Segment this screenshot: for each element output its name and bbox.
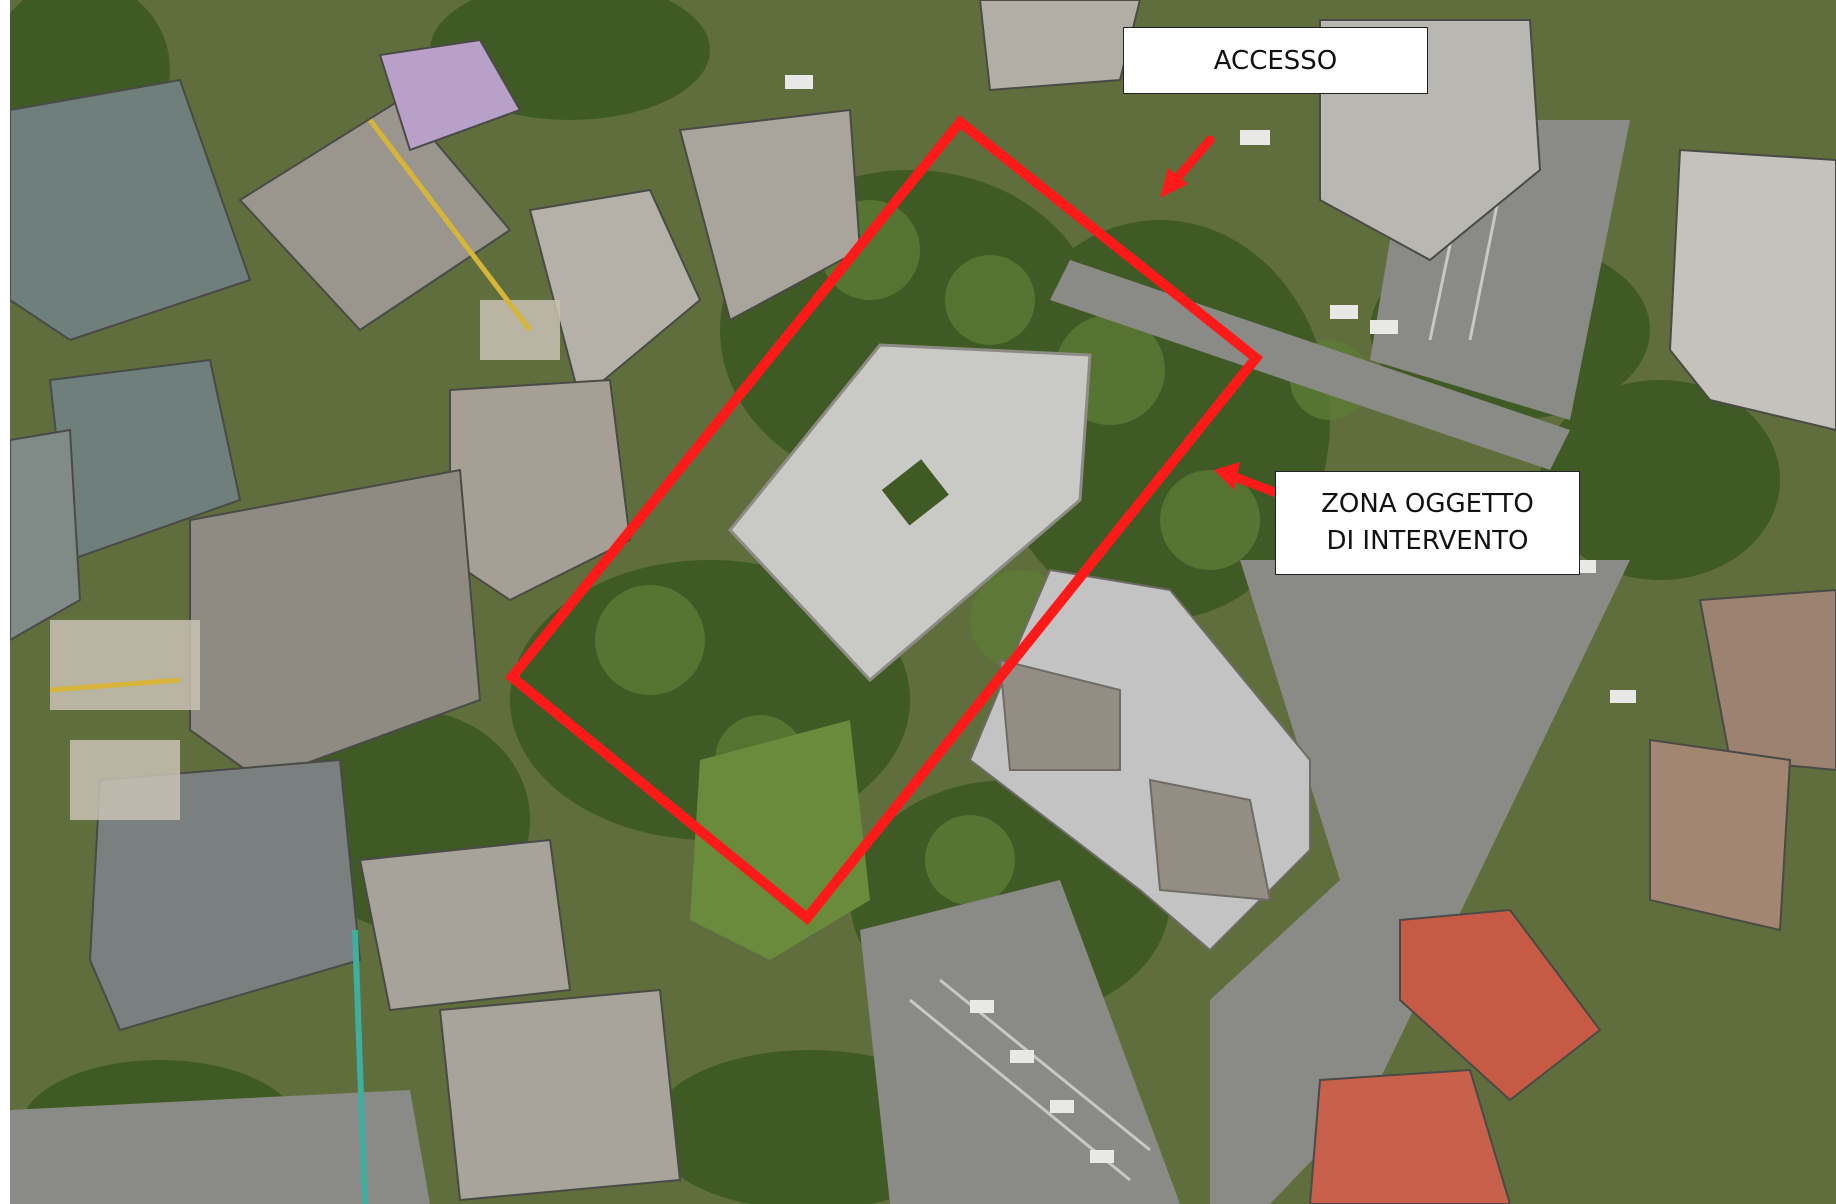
aerial-map [10,0,1836,1204]
intervention-boundary [504,114,1264,926]
curved-building [968,568,1311,952]
buildings-right [978,0,1836,1204]
zona-label-line2: DI INTERVENTO [1326,526,1529,556]
construction-site [50,300,560,820]
crane [352,929,368,1204]
accesso-label: ACCESSO [1123,27,1428,94]
buildings-left [10,38,862,1202]
zona-label-line1: ZONA OGGETTO [1321,489,1534,519]
cars [785,75,1636,1163]
zona-arrow-icon [1214,462,1287,500]
courtyard-building [728,343,1092,683]
aerial-photo [10,0,1836,1204]
zona-intervento-label: ZONA OGGETTO DI INTERVENTO [1275,471,1580,575]
crane-yellow [49,118,532,693]
accesso-arrow-icon [1160,135,1215,198]
roads [10,120,1630,1204]
